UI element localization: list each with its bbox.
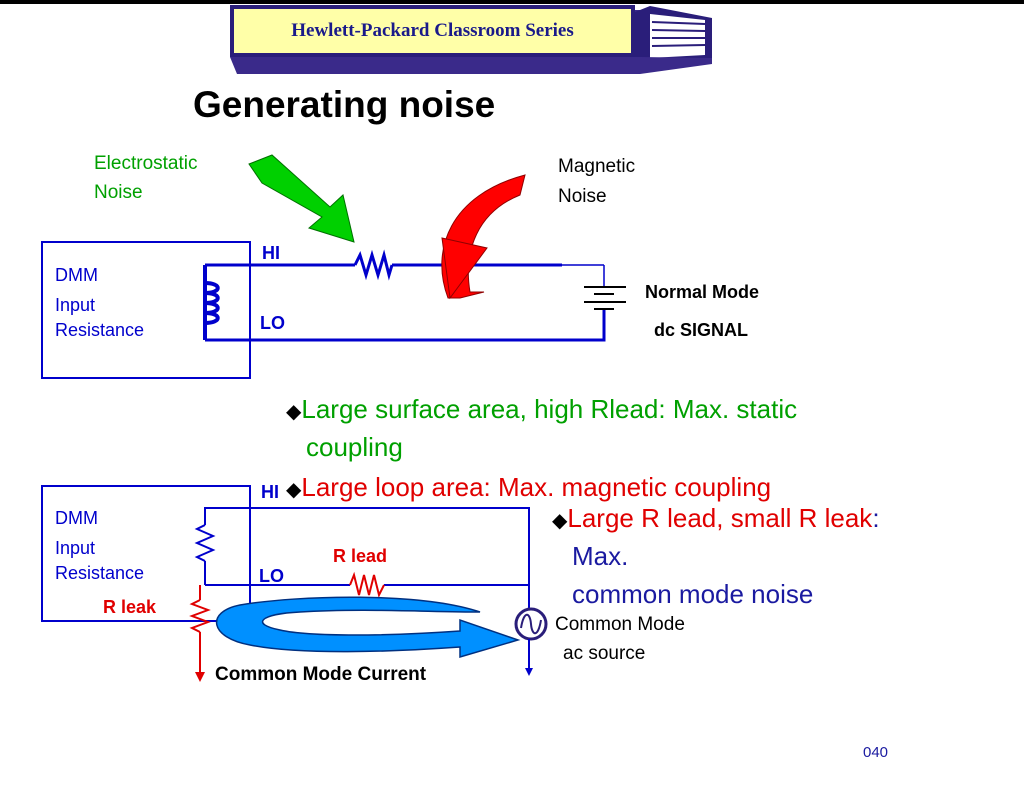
top-dmm-label-line1: DMM <box>55 265 98 285</box>
banner: Hewlett-Packard Classroom Series <box>230 5 635 57</box>
bullet-3-line1: ◆Large R lead, small R leak: <box>552 503 880 534</box>
top-dmm-coil-icon <box>204 281 220 325</box>
top-dmm-label-line2: Input <box>55 295 96 315</box>
bottom-dmm-label-line1: DMM <box>55 508 98 528</box>
bullet-3-glyph: ◆ <box>552 510 568 532</box>
ac-ground-arrow-icon <box>525 668 533 676</box>
r-leak-arrow-icon <box>195 672 205 682</box>
cm-source-label-line1: Common Mode <box>555 614 685 635</box>
bullet-2-glyph: ◆ <box>286 479 302 501</box>
bullet-1-line1: ◆Large surface area, high Rlead: Max. st… <box>286 394 797 425</box>
bottom-lo-label: LO <box>259 566 284 586</box>
electrostatic-label-line1: Electrostatic <box>94 153 198 174</box>
top-hi-label: HI <box>262 243 280 263</box>
dc-signal-label: dc SIGNAL <box>654 320 749 340</box>
bottom-dmm-label-line3: Resistance <box>55 563 145 583</box>
bullet-3-line2: Max. <box>572 541 629 571</box>
bullet-1-text: Large surface area, high Rlead: Max. sta… <box>301 394 798 424</box>
bullet-2: ◆Large loop area: Max. magnetic coupling <box>286 472 771 503</box>
book-logo-icon <box>230 6 712 74</box>
common-mode-loop-arrow-icon <box>215 596 521 659</box>
electrostatic-label-line2: Noise <box>94 182 143 203</box>
normal-mode-label: Normal Mode <box>645 282 760 302</box>
top-rule <box>0 0 1024 4</box>
ac-source-wave-icon <box>520 613 542 635</box>
banner-title: Hewlett-Packard Classroom Series <box>291 20 574 41</box>
bullet-3-colon: : <box>872 503 880 533</box>
bottom-dmm-label-line2: Input <box>55 538 96 558</box>
bottom-hi-wire <box>204 507 530 585</box>
top-dmm-box <box>41 241 251 379</box>
page-number: 040 <box>863 744 889 761</box>
slide-title: Generating noise <box>193 84 496 125</box>
bullet-3-text: Large R lead, small R leak <box>567 503 873 533</box>
cm-source-label-line2: ac source <box>563 643 646 664</box>
magnetic-arrow-head-icon <box>441 237 488 300</box>
magnetic-label-line2: Noise <box>558 186 607 207</box>
bottom-hi-label: HI <box>261 482 279 502</box>
top-dmm-label-line3: Resistance <box>55 320 145 340</box>
r-leak-label: R leak <box>103 597 157 617</box>
r-leak-resistor-icon <box>189 599 211 633</box>
common-mode-current-label: Common Mode Current <box>215 664 427 685</box>
r-lead-resistor-icon <box>349 571 385 598</box>
top-lo-label: LO <box>260 313 285 333</box>
bullet-1-line2: coupling <box>306 432 403 462</box>
electrostatic-arrow-icon <box>248 154 355 243</box>
top-hi-resistor-icon <box>353 249 394 281</box>
top-lo-wire <box>205 310 606 342</box>
bullet-1-glyph: ◆ <box>286 401 302 423</box>
bottom-dmm-resistor-icon <box>194 524 216 562</box>
banner-inner: Hewlett-Packard Classroom Series <box>234 9 631 53</box>
bullet-2-text: Large loop area: Max. magnetic coupling <box>301 472 772 502</box>
bottom-dmm-box <box>41 485 251 622</box>
battery-icon <box>584 286 626 310</box>
bullet-3-line3: common mode noise <box>572 579 814 609</box>
magnetic-label-line1: Magnetic <box>558 156 636 177</box>
r-lead-label: R lead <box>333 546 388 566</box>
